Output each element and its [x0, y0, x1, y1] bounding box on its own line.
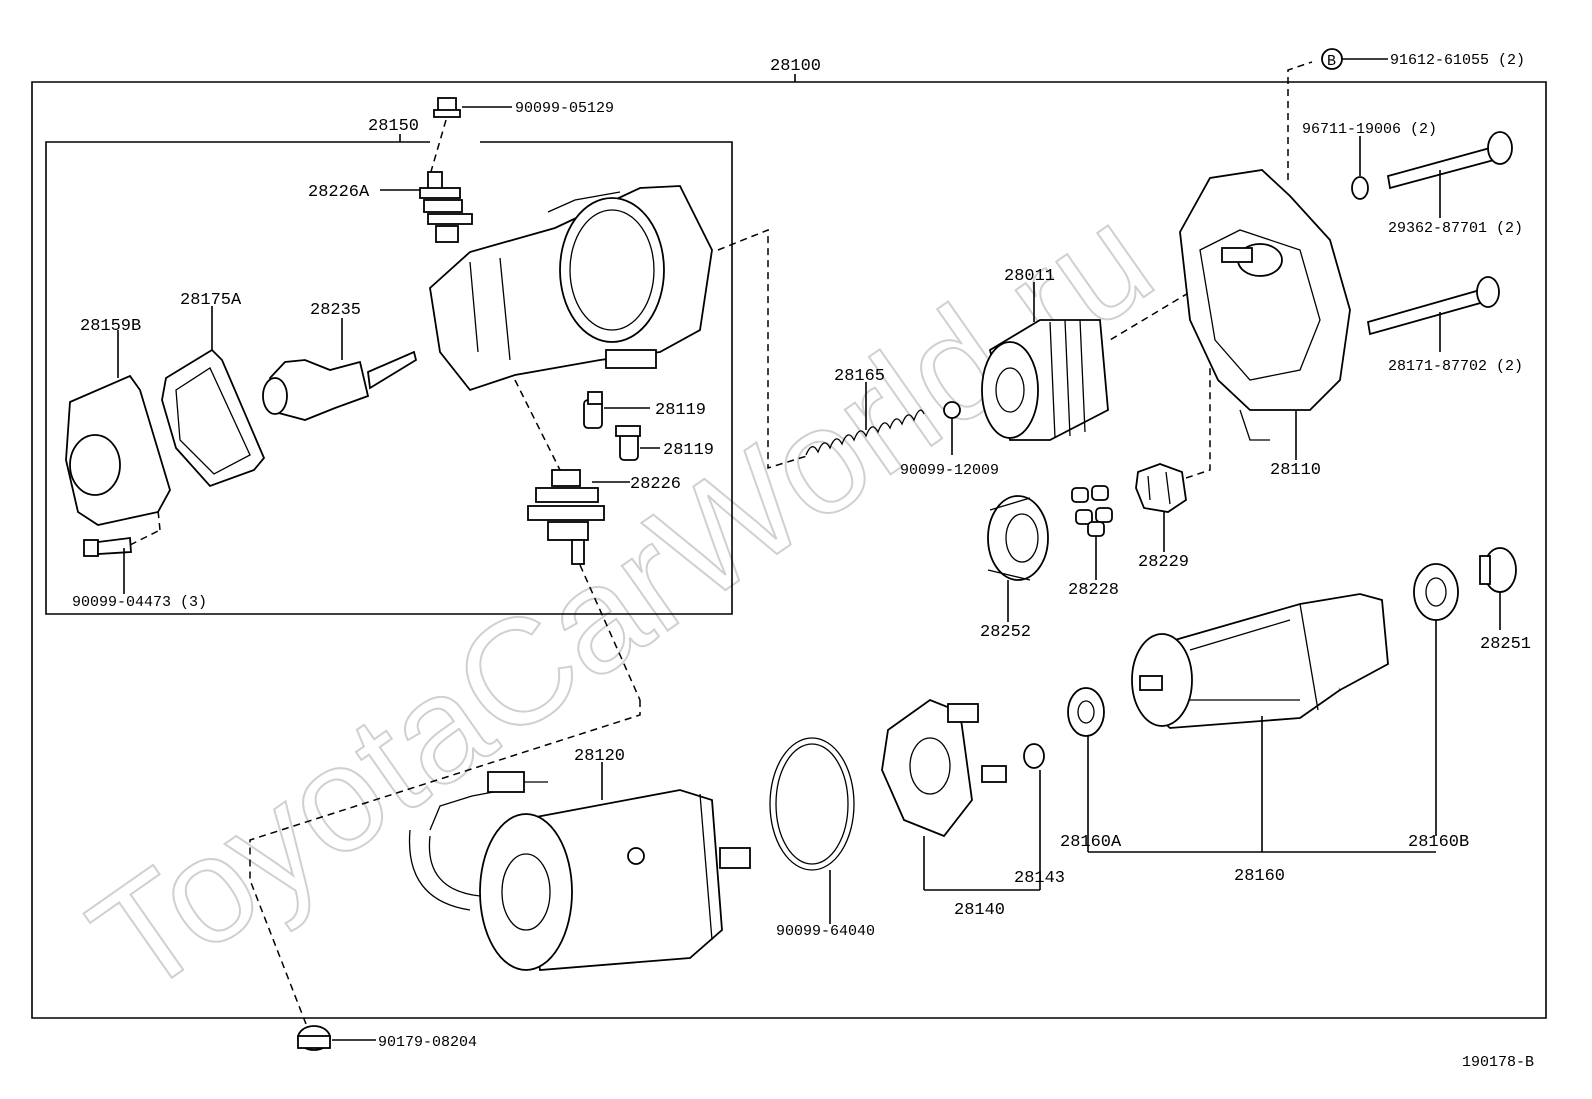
- label-28119-a: 28119: [655, 401, 706, 420]
- label-90099-04473: 90099-04473 (3): [72, 594, 207, 611]
- dash-housing-4: [717, 228, 811, 470]
- bearing-b-part: [1413, 563, 1459, 621]
- o-ring-inner: [775, 743, 849, 865]
- rollers-part: [1071, 485, 1113, 537]
- armature-part: [1131, 593, 1389, 729]
- plug-part: [297, 1025, 331, 1051]
- label-b: B: [1327, 53, 1336, 70]
- label-28159b: 28159B: [80, 317, 141, 336]
- starter-housing-part: [429, 185, 713, 392]
- terminal-part-2: [527, 469, 605, 565]
- o-ring-part: [769, 737, 855, 871]
- gear-part: [987, 495, 1049, 581]
- brush-holder-part: [881, 698, 1007, 838]
- gasket-part: [161, 348, 266, 488]
- dash-bolt-2: [157, 509, 161, 531]
- retainer-part: [1135, 463, 1187, 513]
- dash-b: [1287, 61, 1313, 180]
- nut-part: [433, 97, 461, 118]
- label-28252: 28252: [980, 623, 1031, 642]
- label-28011: 28011: [1004, 267, 1055, 286]
- label-28251: 28251: [1480, 635, 1531, 654]
- dash-housing-2: [579, 564, 641, 701]
- label-28140: 28140: [954, 901, 1005, 920]
- label-28110: 28110: [1270, 461, 1321, 480]
- dash-bolt: [129, 529, 161, 546]
- dash-nut: [429, 119, 447, 176]
- label-28160b: 28160B: [1408, 833, 1469, 852]
- drive-housing-part: [1179, 169, 1351, 441]
- label-28229: 28229: [1138, 553, 1189, 572]
- label-28228: 28228: [1068, 581, 1119, 600]
- plunger-part: [262, 350, 418, 421]
- terminal-part: [419, 171, 473, 243]
- clutch-part: [981, 319, 1109, 441]
- label-91612-61055: 91612-61055 (2): [1390, 52, 1525, 69]
- yoke-part: [408, 771, 751, 971]
- outer-frame: [31, 81, 1547, 1019]
- dash-housing-1: [514, 379, 561, 471]
- contact-part-2: [615, 425, 641, 461]
- brush-spring-part: [1023, 743, 1045, 769]
- label-28119-b: 28119: [663, 441, 714, 460]
- label-90099-05129: 90099-05129: [515, 100, 614, 117]
- contact-part-1: [583, 391, 603, 429]
- bearing-a-part: [1067, 687, 1105, 737]
- diagram-id: 190178-B: [1462, 1054, 1534, 1071]
- label-28165: 28165: [834, 367, 885, 386]
- washer-part: [1351, 176, 1369, 200]
- label-28175a: 28175A: [180, 291, 242, 310]
- label-28143: 28143: [1014, 869, 1065, 888]
- label-28226: 28226: [630, 475, 681, 494]
- label-90179-08204: 90179-08204: [378, 1034, 477, 1051]
- label-96711-19006: 96711-19006 (2): [1302, 121, 1437, 138]
- label-28160a: 28160A: [1060, 833, 1122, 852]
- cover-part: [65, 374, 171, 526]
- label-28235: 28235: [310, 301, 361, 320]
- label-28150: 28150: [368, 117, 419, 136]
- label-29362-87701: 29362-87701 (2): [1388, 220, 1523, 237]
- label-28171-87702: 28171-87702 (2): [1388, 358, 1523, 375]
- spring-part: [805, 409, 925, 456]
- label-28120: 28120: [574, 747, 625, 766]
- ball-part: [943, 401, 961, 419]
- bolt-part: [83, 536, 132, 557]
- label-28226a: 28226A: [308, 183, 370, 202]
- dash-retainer: [1109, 278, 1211, 479]
- long-bolt-part-2: [1366, 276, 1500, 336]
- pinion-part: [1479, 547, 1517, 593]
- label-90099-12009: 90099-12009: [900, 462, 999, 479]
- label-28160: 28160: [1234, 867, 1285, 886]
- inner-frame: [45, 141, 733, 615]
- long-bolt-part-1: [1386, 131, 1513, 190]
- label-90099-64040: 90099-64040: [776, 923, 875, 940]
- dash-housing-3: [249, 700, 641, 1025]
- label-28100: 28100: [770, 57, 821, 76]
